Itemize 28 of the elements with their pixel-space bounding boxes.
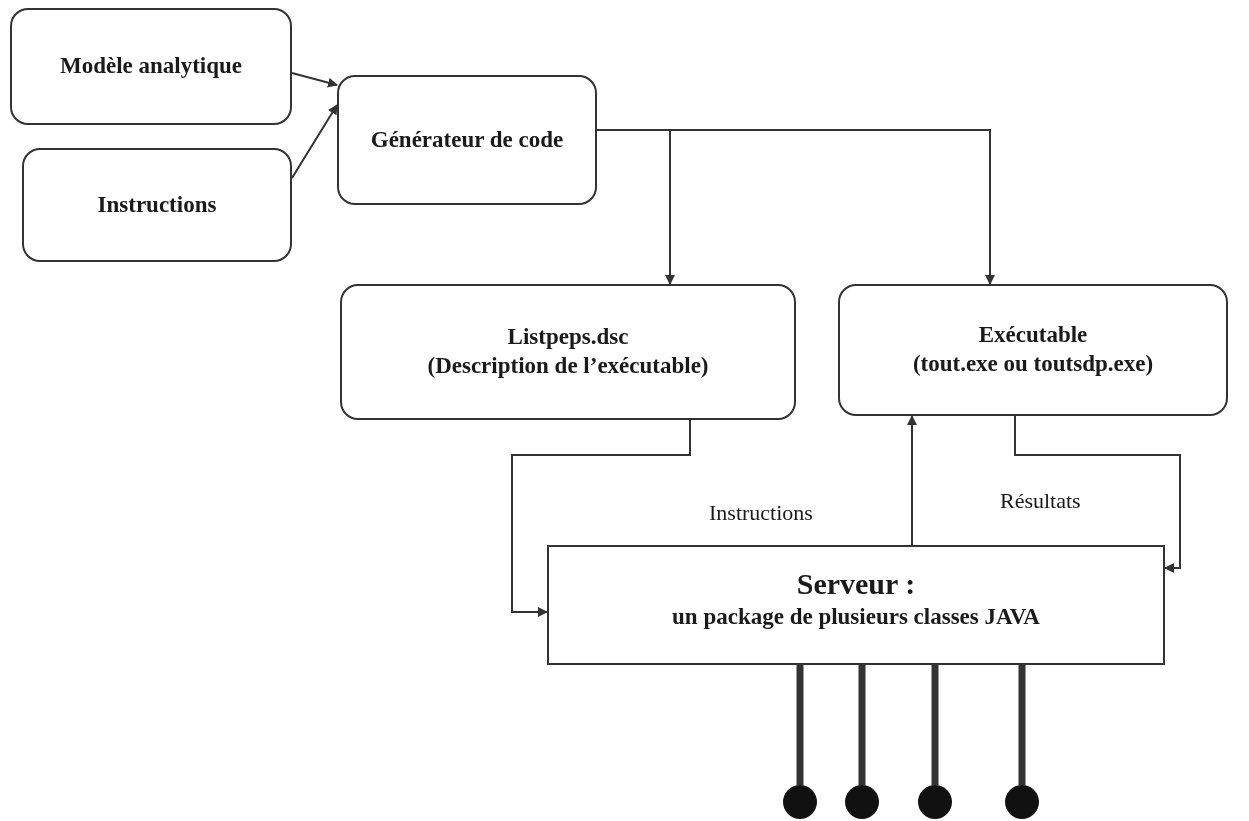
pin-line — [1018, 665, 1026, 785]
pin-line — [796, 665, 804, 785]
box-subtitle: un package de plusieurs classes JAVA — [672, 602, 1040, 631]
pin-line — [931, 665, 939, 785]
box-title: Générateur de code — [370, 125, 564, 154]
pin-line — [858, 665, 866, 785]
pin-terminal — [918, 785, 952, 819]
process-box — [547, 545, 1165, 665]
pin-terminal — [1005, 785, 1039, 819]
arrow — [291, 104, 338, 179]
process-box — [838, 284, 1228, 416]
process-box — [337, 75, 597, 205]
process-box — [22, 148, 292, 262]
box-title: Instructions — [97, 190, 217, 219]
box-title: Modèle analytique — [59, 52, 243, 81]
arrow — [511, 419, 691, 617]
pin-terminal — [845, 785, 879, 819]
box-title: Serveur : — [796, 566, 916, 602]
box-title: Exécutable — [978, 321, 1088, 350]
process-box — [10, 8, 292, 125]
box-title: Listpeps.dsc — [507, 323, 629, 352]
box-subtitle: (Description de l’exécutable) — [427, 352, 709, 380]
pin-terminal — [783, 785, 817, 819]
box-subtitle: (tout.exe ou toutsdp.exe) — [912, 350, 1154, 378]
arrow — [291, 72, 338, 88]
arrow — [1014, 415, 1181, 573]
process-box — [340, 284, 796, 420]
arrow — [907, 415, 917, 546]
